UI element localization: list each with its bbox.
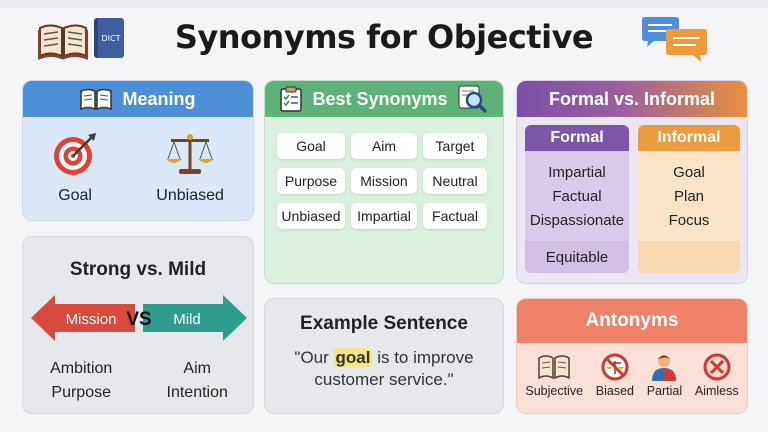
informal-word: Goal bbox=[673, 164, 705, 181]
antonym-biased: Biased bbox=[596, 353, 634, 398]
mild-words: Aim Intention bbox=[167, 357, 228, 405]
best-synonyms-card: Best Synonyms Goal Aim Target Purpose Mi… bbox=[264, 80, 504, 284]
mild-word: Intention bbox=[166, 384, 228, 401]
strong-word: Purpose bbox=[51, 384, 111, 401]
clipboard-icon bbox=[280, 86, 303, 112]
synonyms-header: Best Synonyms bbox=[265, 81, 503, 117]
synonym-grid: Goal Aim Target Purpose Mission Neutral … bbox=[265, 117, 503, 229]
formal-label: Formal bbox=[525, 125, 629, 151]
mild-arrow bbox=[143, 295, 247, 341]
top-strip bbox=[0, 0, 768, 8]
formal-word: Impartial bbox=[548, 164, 606, 181]
dictionary-icon: DICT bbox=[94, 18, 124, 58]
formal-informal-header: Formal vs. Informal bbox=[517, 81, 747, 117]
antonym-label: Partial bbox=[646, 384, 683, 398]
meaning-card: Meaning Goal bbox=[22, 80, 254, 221]
strong-word: Ambition bbox=[50, 360, 113, 377]
antonym-subjective: Subjective bbox=[525, 353, 583, 398]
synonym-chip: Factual bbox=[423, 203, 487, 229]
strong-mild-title: Strong vs. Mild bbox=[69, 259, 207, 280]
sentence-start: "Our bbox=[294, 348, 334, 367]
antonym-label: Subjective bbox=[525, 384, 584, 398]
strong-mild-card: Strong vs. Mild Mission VS Mild Ambition… bbox=[22, 236, 254, 414]
formal-informal-title: Formal vs. Informal bbox=[548, 88, 716, 109]
scales-icon bbox=[166, 134, 215, 174]
sentence-middle: is to improve bbox=[372, 348, 474, 367]
strong-mild-arrows: Mission VS Mild bbox=[31, 295, 247, 341]
example-sentence-card: Example Sentence "Our goal is to improve… bbox=[264, 298, 504, 414]
sentence-end: customer service." bbox=[314, 370, 454, 389]
page-title: Synonyms for Objective bbox=[174, 18, 594, 56]
synonym-chip: Goal bbox=[277, 133, 345, 159]
strong-words: Ambition Purpose bbox=[50, 357, 112, 405]
formal-word: Equitable bbox=[525, 241, 629, 273]
formal-column: Formal Impartial Factual Dispassionate E… bbox=[525, 125, 629, 273]
antonyms-title: Antonyms bbox=[585, 310, 679, 331]
strong-label: Mission bbox=[66, 311, 117, 328]
antonyms-header: Antonyms bbox=[517, 299, 747, 343]
synonym-chip: Mission bbox=[351, 168, 417, 194]
informal-word: Plan bbox=[673, 188, 705, 205]
person-icon bbox=[652, 355, 677, 381]
antonym-partial: Partial bbox=[647, 353, 682, 398]
chat-bubbles-icon bbox=[642, 17, 707, 62]
informal-column: Informal Goal Plan Focus bbox=[638, 125, 740, 273]
magnifier-icon bbox=[458, 85, 487, 113]
dictionary-label: DICT bbox=[101, 33, 121, 43]
open-book-icon bbox=[538, 355, 570, 380]
meaning-unbiased-label: Unbiased bbox=[156, 187, 224, 204]
antonym-label: Biased bbox=[595, 384, 634, 398]
highlighted-word: goal bbox=[333, 348, 373, 367]
no-icon bbox=[703, 353, 731, 381]
example-title: Example Sentence bbox=[300, 313, 468, 334]
synonyms-title: Best Synonyms bbox=[312, 88, 448, 109]
meaning-unbiased: Unbiased bbox=[156, 131, 224, 205]
mild-label: Mild bbox=[173, 311, 201, 328]
informal-footer bbox=[638, 241, 740, 273]
open-book-icon bbox=[80, 88, 113, 111]
mild-word: Aim bbox=[183, 360, 211, 377]
example-sentence: "Our goal is to improve customer service… bbox=[265, 335, 503, 391]
meaning-goal: Goal bbox=[52, 131, 98, 205]
formal-word: Factual bbox=[552, 188, 602, 205]
formal-informal-card: Formal vs. Informal Formal Impartial Fac… bbox=[516, 80, 748, 284]
synonym-chip: Unbiased bbox=[277, 203, 345, 229]
meaning-title: Meaning bbox=[122, 88, 196, 109]
target-icon bbox=[54, 133, 97, 175]
synonym-chip: Purpose bbox=[277, 168, 345, 194]
strong-arrow bbox=[31, 295, 135, 341]
open-book-icon bbox=[38, 24, 88, 60]
formal-word: Dispassionate bbox=[529, 212, 625, 229]
informal-label: Informal bbox=[638, 125, 740, 151]
synonym-chip: Aim bbox=[351, 133, 417, 159]
antonyms-card: Antonyms Subjective Biased bbox=[516, 298, 748, 414]
meaning-header: Meaning bbox=[23, 81, 253, 117]
informal-word: Focus bbox=[668, 212, 710, 229]
meaning-goal-label: Goal bbox=[58, 187, 92, 204]
no-scales-icon bbox=[601, 353, 629, 381]
synonym-chip: Target bbox=[423, 133, 487, 159]
antonym-label: Aimless bbox=[694, 384, 739, 398]
antonym-aimless: Aimless bbox=[695, 353, 739, 398]
synonym-chip: Neutral bbox=[423, 168, 487, 194]
synonym-chip: Impartial bbox=[351, 203, 417, 229]
vs-label: VS bbox=[126, 309, 151, 330]
